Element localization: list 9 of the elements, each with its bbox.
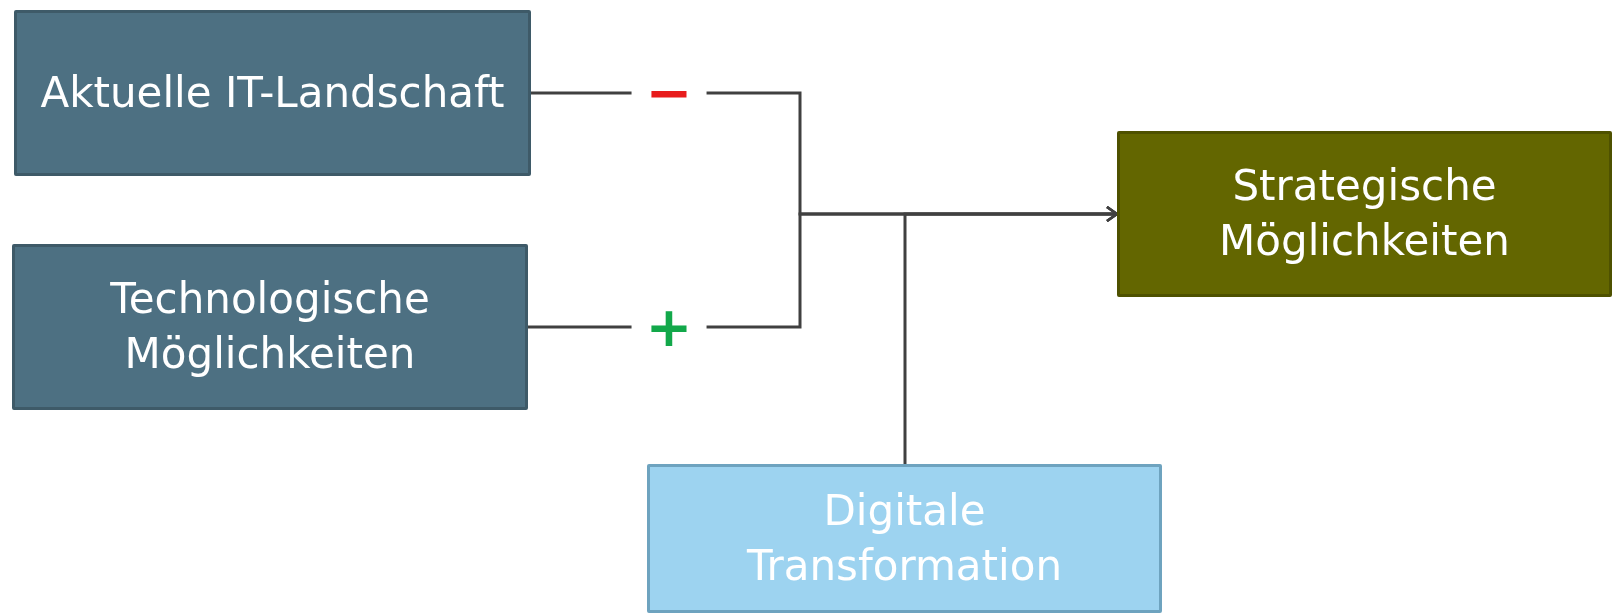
process-box [12,244,528,410]
box-label: Aktuelle IT-Landschaft [39,66,506,119]
connector-arrow [903,205,1119,464]
box-label: Technologische Möglichkeiten [109,273,431,380]
process-box [647,464,1162,613]
process-box [14,10,531,176]
box-label: Digitale Transformation [745,484,1064,592]
process-box [1117,131,1612,297]
box-label: Strategische Möglichkeiten [1218,160,1511,267]
